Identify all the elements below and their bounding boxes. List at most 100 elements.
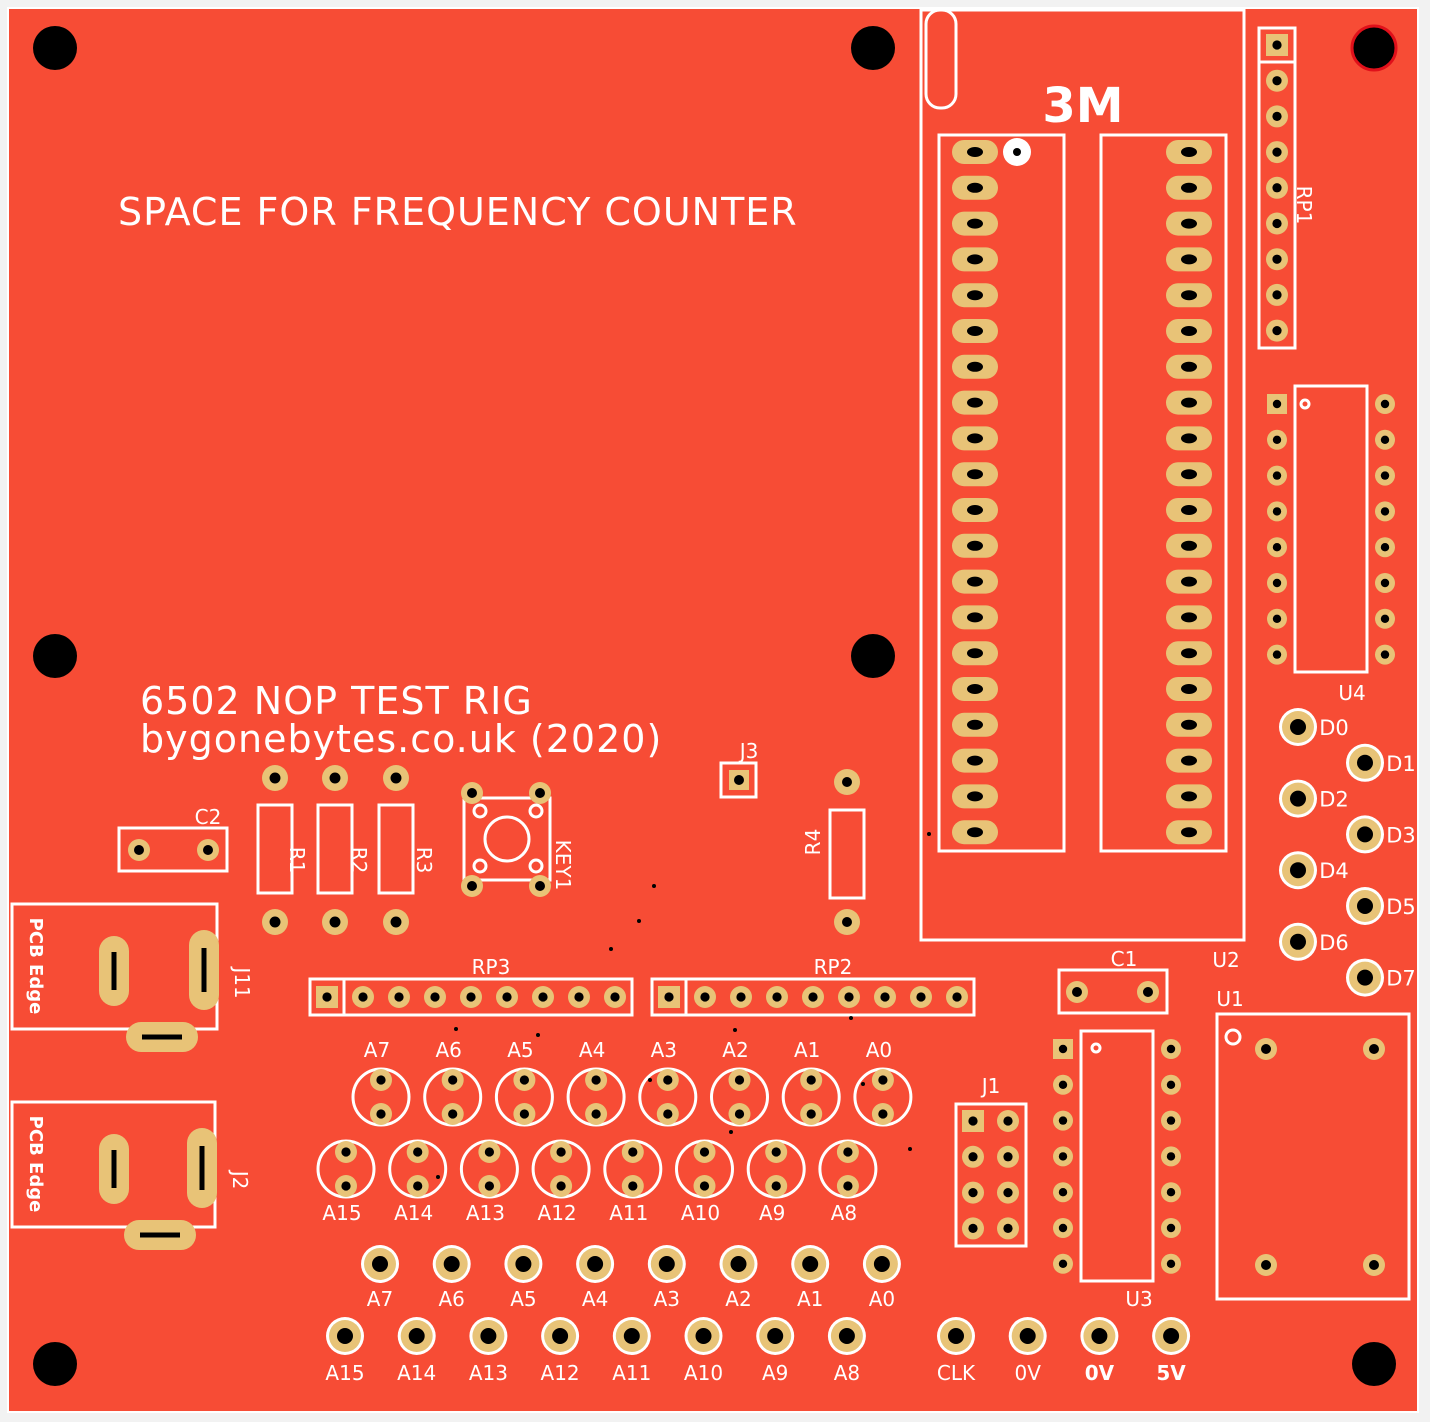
rp1-pin xyxy=(1266,105,1288,128)
ref-r2: R2 xyxy=(347,847,371,874)
resistor-pin xyxy=(383,909,409,935)
ref-key1: KEY1 xyxy=(551,840,575,891)
zif-pin xyxy=(952,641,998,666)
zif-pin xyxy=(1166,784,1212,809)
rp3-pin xyxy=(388,986,410,1008)
rp1-pin xyxy=(1266,141,1288,164)
ref-j1: J1 xyxy=(980,1074,1001,1098)
rp2-pin xyxy=(874,986,896,1008)
resistor xyxy=(256,765,294,935)
zif-pin xyxy=(952,211,998,236)
ref-j3: J3 xyxy=(738,739,759,763)
test-point-label: A11 xyxy=(612,1361,651,1385)
u3-pin xyxy=(1161,1253,1181,1274)
test-point: A11 xyxy=(612,1317,651,1385)
mounting-holes xyxy=(33,24,1398,1386)
resistor xyxy=(377,765,415,935)
rp1-pin xyxy=(1266,69,1288,92)
address-led-label: A11 xyxy=(609,1201,648,1225)
led-pin xyxy=(728,1069,751,1091)
address-led: A4 xyxy=(566,1038,626,1127)
zif-pin xyxy=(952,820,998,845)
u3-pin xyxy=(1161,1146,1181,1167)
ref-rp1: RP1 xyxy=(1292,186,1316,225)
address-led-label: A2 xyxy=(722,1038,748,1062)
zif-socket-u2: 3M U2 xyxy=(919,8,1246,972)
ic-u3: U3 xyxy=(1053,1029,1181,1311)
address-led: A15 xyxy=(316,1139,376,1225)
address-led-label: A8 xyxy=(831,1201,857,1225)
address-led: A11 xyxy=(603,1139,663,1225)
power-point: CLK xyxy=(937,1317,976,1385)
ref-u1: U1 xyxy=(1216,987,1243,1011)
zif-pin xyxy=(1166,390,1212,415)
pcb-edge-label-j11: PCB Edge xyxy=(25,918,46,1015)
zif-pin xyxy=(952,462,998,487)
data-led: D2 xyxy=(1279,779,1349,818)
address-led: A7 xyxy=(351,1038,411,1127)
resistor xyxy=(316,765,354,935)
power-point-label: 5V xyxy=(1156,1361,1186,1385)
led-pin xyxy=(621,1141,644,1163)
board-outline xyxy=(7,7,1419,1413)
u3-pin xyxy=(1053,1253,1073,1274)
zif-pin xyxy=(1166,605,1212,630)
u4-pin xyxy=(1375,644,1395,665)
test-point: A6 xyxy=(432,1245,471,1311)
test-point: A5 xyxy=(504,1245,543,1311)
address-led-label: A4 xyxy=(579,1038,605,1062)
resistor-pin xyxy=(262,909,288,935)
rp2-pin xyxy=(946,986,968,1008)
resistor-r4: R4 xyxy=(801,769,866,935)
zif-pin xyxy=(952,354,998,379)
address-led-label: A1 xyxy=(794,1038,820,1062)
zif-pin xyxy=(1166,247,1212,272)
zif-pin xyxy=(952,390,998,415)
resistor-pin xyxy=(322,765,348,791)
led-pin xyxy=(335,1141,357,1163)
test-point-label: A5 xyxy=(510,1287,536,1311)
j1-pin xyxy=(997,1110,1019,1132)
data-led-label: D3 xyxy=(1386,823,1416,847)
address-led: A1 xyxy=(781,1038,841,1127)
data-led-label: D5 xyxy=(1386,895,1416,919)
led-pin xyxy=(441,1103,464,1125)
ref-rp3: RP3 xyxy=(472,955,511,979)
j1-pin xyxy=(962,1145,984,1168)
rp2-pin xyxy=(766,986,788,1008)
j1-pin xyxy=(997,1145,1019,1168)
zif-pin xyxy=(1166,319,1212,343)
resistor-pack-rp3: RP3 xyxy=(308,955,634,1017)
led-pin xyxy=(550,1175,573,1197)
address-led: A14 xyxy=(388,1139,448,1225)
data-led-label: D0 xyxy=(1319,716,1349,740)
zif-pin xyxy=(1166,211,1212,236)
u4-pin xyxy=(1375,429,1395,450)
j1-pin xyxy=(997,1217,1019,1240)
u4-pin xyxy=(1267,537,1287,558)
data-led: D7 xyxy=(1346,958,1416,997)
led-pin xyxy=(585,1069,608,1091)
u3-pin xyxy=(1053,1074,1073,1095)
led-pin xyxy=(513,1069,536,1091)
led-pin xyxy=(836,1175,859,1197)
address-led-label: A14 xyxy=(394,1201,433,1225)
capacitor-c2: C2 xyxy=(117,805,229,873)
test-point-label: A2 xyxy=(725,1287,751,1311)
zif-pin xyxy=(1166,140,1212,164)
rp1-pin xyxy=(1266,319,1288,342)
u3-pin xyxy=(1053,1039,1073,1059)
rp1-pin xyxy=(1266,283,1288,306)
ref-rp2: RP2 xyxy=(814,955,853,979)
pcb-edge-label-j2: PCB Edge xyxy=(25,1116,46,1213)
rp3-pin xyxy=(496,986,518,1008)
data-led-label: D2 xyxy=(1319,788,1349,812)
zif-pin xyxy=(952,247,998,272)
led-pin xyxy=(550,1141,573,1163)
test-point: A7 xyxy=(361,1245,399,1311)
space-note: SPACE FOR FREQUENCY COUNTER xyxy=(118,190,798,234)
power-point-label: CLK xyxy=(937,1361,976,1385)
led-pin xyxy=(656,1069,679,1091)
zif-pin xyxy=(952,712,998,737)
